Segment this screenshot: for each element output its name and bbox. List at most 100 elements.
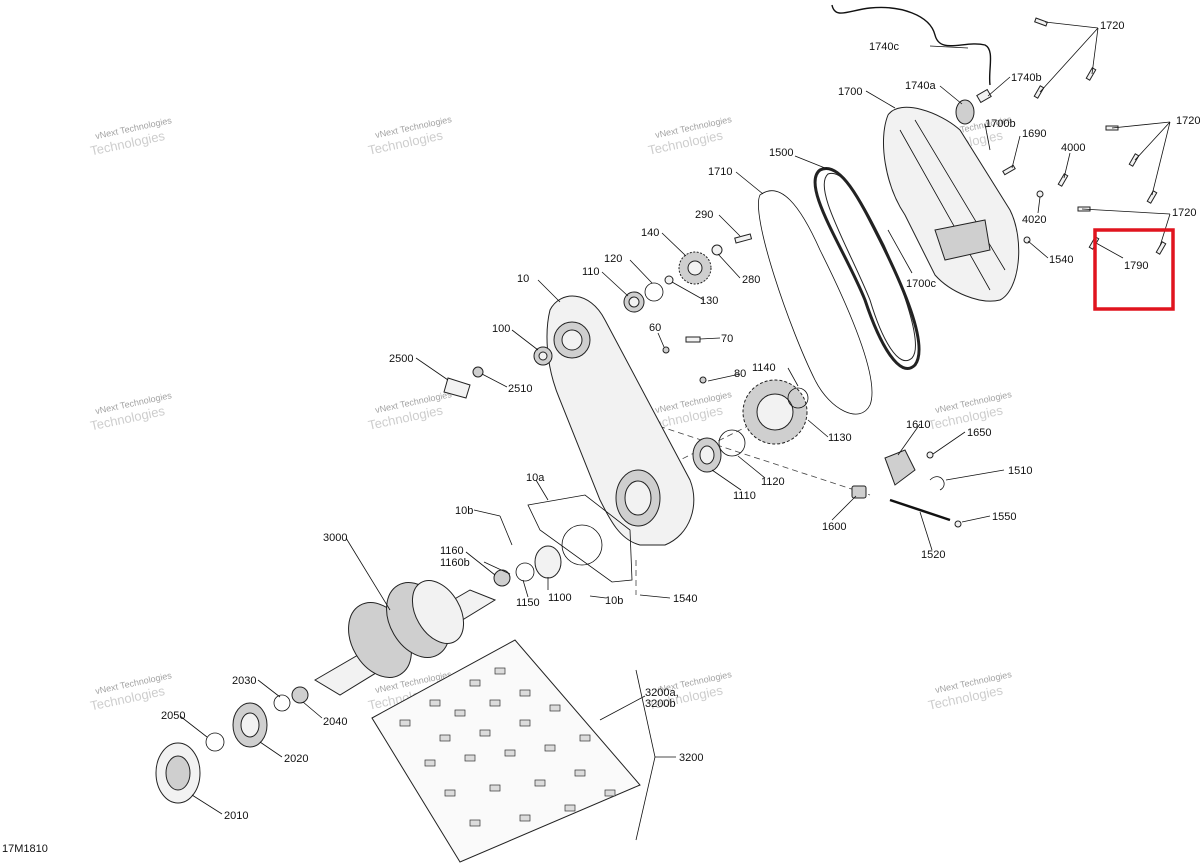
nut-2510-part (472, 366, 484, 378)
callout-label: 2510 (508, 383, 532, 395)
gear-140-hub (687, 260, 703, 276)
callout-label: 1720 (1176, 115, 1200, 127)
callout-label: 1600 (822, 521, 846, 533)
callout-label: 1550 (992, 511, 1016, 523)
washer-280-part (711, 244, 723, 256)
callout-label: 1740c (869, 41, 899, 53)
gasket-part (758, 190, 873, 415)
callout-label: 1140 (752, 362, 776, 374)
callout-label: 100 (492, 323, 510, 335)
gear-2040-part (291, 686, 309, 704)
output-shaft-3000-part (314, 580, 497, 696)
callout-label: 1150 (516, 597, 540, 609)
callout-label: 3200 (679, 752, 703, 764)
callout-label: 110 (582, 266, 600, 278)
ring-1150-part (515, 562, 535, 582)
housing-bore-inner (561, 329, 583, 351)
callout-label: 1740a (905, 80, 936, 92)
shift-fork-1600-part (851, 485, 867, 499)
callout-label: 4000 (1061, 142, 1085, 154)
callout-label: 1650 (967, 427, 991, 439)
cable-part (831, 4, 992, 86)
washer-130-part (664, 275, 674, 285)
callout-label: 1610 (906, 419, 930, 431)
belt-part (813, 166, 921, 370)
bearing-1100-part (534, 545, 562, 579)
callout-label: 1540 (1049, 254, 1073, 266)
callout-label: 3000 (323, 532, 347, 544)
callout-label: 130 (700, 295, 718, 307)
callout-label: 290 (695, 209, 713, 221)
nut-60-part (662, 346, 670, 354)
cover-ribs (899, 119, 1006, 291)
shift-drum-1610-part (884, 449, 916, 486)
sensor-connector-part (976, 88, 992, 104)
gasket-10a-part (527, 494, 633, 583)
ring-2030-part (273, 694, 291, 712)
callout-label: 280 (742, 274, 760, 286)
callout-label: 4020 (1022, 214, 1046, 226)
flange-2010-inner (165, 755, 191, 791)
callout-label: 10b (605, 595, 623, 607)
callout-label: 1790 (1124, 260, 1148, 272)
bolt-290-part (734, 233, 753, 244)
callout-label: 10a (526, 472, 545, 484)
ring-120-part (644, 282, 664, 302)
callout-label: 1160 (440, 545, 464, 557)
callout-label: 2050 (161, 710, 185, 722)
callout-label: 70 (721, 333, 733, 345)
ring-1140-part (787, 387, 809, 409)
callout-label: 1700 (838, 86, 862, 98)
callout-label: 1540 (673, 593, 697, 605)
callout-label: 1720 (1100, 20, 1124, 32)
bracket-2500-part (443, 377, 471, 399)
shaft-1520-part (889, 498, 951, 522)
bolt-70-part (685, 336, 701, 343)
part-1160 (493, 569, 511, 587)
highlight-box (1093, 228, 1175, 311)
callout-label: 2030 (232, 675, 256, 687)
gasket-10a-hole (561, 524, 603, 566)
callout-label: 1120 (761, 476, 785, 488)
callout-label: 120 (604, 253, 622, 265)
cover-part (883, 106, 1020, 302)
callout-label: 1500 (769, 147, 793, 159)
callout-label: 10b (455, 505, 473, 517)
callout-label: 140 (641, 227, 659, 239)
callout-label: 2010 (224, 810, 248, 822)
callout-label: 3200a, (645, 687, 679, 699)
callout-label: 80 (734, 368, 746, 380)
clip-1510-part (929, 476, 945, 491)
belt-inner (823, 172, 916, 361)
clip-1550-part (954, 520, 962, 528)
callout-label: 1690 (1022, 128, 1046, 140)
bearing-110-inner (628, 296, 640, 308)
shim-kit-3200-part (371, 639, 641, 863)
cover-bracket-part (934, 219, 991, 261)
ring-2050-part (205, 732, 225, 752)
bolts-1720 (1002, 17, 1167, 255)
diagram-code: 17M1810 (2, 843, 48, 855)
callout-label: 2500 (389, 353, 413, 365)
callout-label: 2020 (284, 753, 308, 765)
sensor-part (955, 99, 975, 125)
callout-label: 1130 (828, 432, 852, 444)
callout-label: 60 (649, 322, 661, 334)
callout-label: 3200b (645, 698, 676, 710)
callout-label: 1710 (708, 166, 732, 178)
ring-1120-part (718, 429, 746, 457)
callout-label: 1510 (1008, 465, 1032, 477)
callout-label: 2040 (323, 716, 347, 728)
callout-label: 1720 (1172, 207, 1196, 219)
watermarks: vNext Technologies Technologies vNext Te… (89, 114, 1013, 713)
gear-1130-hub (756, 393, 794, 431)
bearing-1110-inner (699, 445, 715, 465)
seal-2020-inner (240, 712, 260, 738)
callout-label: 1160b (440, 557, 470, 569)
callout-label: 1700c (906, 278, 936, 290)
washer-1650-part (926, 451, 934, 459)
nut-80-part (699, 376, 707, 384)
callout-labels: 1720 1740c 1740b 1740a 1700 1700b 1690 1… (2, 20, 1200, 855)
callout-label: 1700b (985, 118, 1016, 130)
